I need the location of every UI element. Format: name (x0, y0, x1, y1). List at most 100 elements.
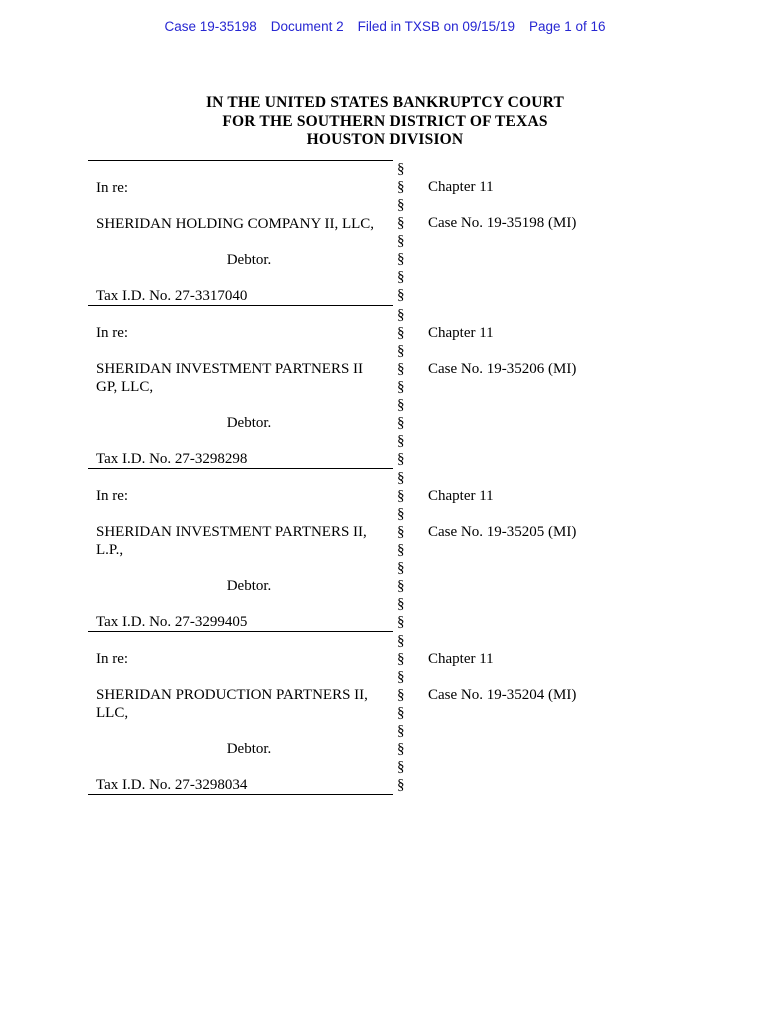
caption-left-column: In re: SHERIDAN INVESTMENT PARTNERS II G… (88, 306, 393, 469)
spacer-row (88, 595, 393, 613)
case-caption: In re: SHERIDAN HOLDING COMPANY II, LLC,… (88, 160, 576, 795)
section-symbol: § (397, 542, 405, 558)
caption-section-investment-partners-gp: In re: SHERIDAN INVESTMENT PARTNERS II G… (88, 306, 576, 469)
section-symbol: § (397, 415, 405, 431)
court-title: IN THE UNITED STATES BANKRUPTCY COURT FO… (0, 94, 770, 150)
in-re-label: In re: (96, 651, 129, 667)
debtor-name-line2: L.P., (96, 542, 124, 558)
case-number-label: Case No. 19-35205 (MI) (428, 524, 577, 540)
spacer-row (88, 233, 393, 251)
in-re-label: In re: (96, 180, 129, 196)
section-symbol: § (397, 488, 405, 504)
caption-right-column: Chapter 11 Case No. 19-35198 (MI) (428, 160, 576, 232)
court-title-line1: IN THE UNITED STATES BANKRUPTCY COURT (205, 94, 565, 111)
caption-left-column: In re: SHERIDAN PRODUCTION PARTNERS II, … (88, 632, 393, 795)
spacer-row (428, 196, 576, 214)
caption-left-column: In re: SHERIDAN HOLDING COMPANY II, LLC,… (88, 160, 393, 306)
section-symbol: § (397, 269, 405, 285)
chapter-label: Chapter 11 (428, 651, 494, 667)
section-symbol: § (397, 596, 405, 612)
section-symbol: § (397, 705, 405, 721)
chapter-label: Chapter 11 (428, 325, 494, 341)
spacer-row (428, 342, 576, 360)
section-symbol: § (397, 161, 405, 177)
section-symbol: § (397, 633, 405, 649)
tax-id-label: Tax I.D. No. 27-3298298 (96, 451, 248, 467)
section-symbol: § (397, 506, 405, 522)
section-symbol: § (397, 379, 405, 395)
stamp-document-number: Document 2 (270, 19, 344, 34)
section-symbol: § (397, 433, 405, 449)
spacer-row (88, 432, 393, 450)
debtor-label: Debtor. (226, 252, 272, 268)
section-symbol: § (397, 179, 405, 195)
court-title-line3: HOUSTON DIVISION (306, 131, 464, 148)
debtor-name-line1: SHERIDAN HOLDING COMPANY II, LLC, (96, 216, 375, 232)
section-symbol: § (397, 524, 405, 540)
debtor-name-line2: GP, LLC, (96, 379, 154, 395)
spacer-row (88, 469, 393, 487)
section-symbol: § (397, 215, 405, 231)
section-symbol: § (397, 777, 405, 793)
chapter-label: Chapter 11 (428, 179, 494, 195)
caption-section-investment-partners-lp: In re: SHERIDAN INVESTMENT PARTNERS II, … (88, 469, 576, 632)
spacer-row (428, 160, 576, 178)
section-symbol: § (397, 669, 405, 685)
tax-id-label: Tax I.D. No. 27-3299405 (96, 614, 248, 630)
spacer-row (88, 559, 393, 577)
case-number-label: Case No. 19-35198 (MI) (428, 215, 577, 231)
caption-section-holding-company: In re: SHERIDAN HOLDING COMPANY II, LLC,… (88, 160, 576, 306)
spacer-row (428, 469, 576, 487)
spacer-row (88, 722, 393, 740)
section-symbol: § (397, 451, 405, 467)
spacer-row (88, 342, 393, 360)
spacer-row (88, 632, 393, 650)
spacer-row (428, 505, 576, 523)
section-symbol-column: §§§§§§§§§ (393, 632, 428, 794)
case-number-label: Case No. 19-35204 (MI) (428, 687, 577, 703)
debtor-name-line1: SHERIDAN INVESTMENT PARTNERS II (96, 361, 364, 377)
in-re-label: In re: (96, 488, 129, 504)
section-symbol: § (397, 397, 405, 413)
section-symbol-column: §§§§§§§§ (393, 160, 428, 304)
section-symbol: § (397, 307, 405, 323)
debtor-name-line1: SHERIDAN PRODUCTION PARTNERS II, (96, 687, 368, 703)
debtor-name-line1: SHERIDAN INVESTMENT PARTNERS II, (96, 524, 367, 540)
section-symbol-column: § § § § § § § § § (393, 469, 428, 631)
caption-right-column: Chapter 11 Case No. 19-35206 (MI) (428, 306, 576, 378)
spacer-row (88, 758, 393, 776)
spacer-row (428, 632, 576, 650)
section-symbol: § (397, 759, 405, 775)
spacer-row (88, 306, 393, 324)
debtor-name-line2: LLC, (96, 705, 129, 721)
section-symbol: § (397, 470, 405, 486)
debtor-label: Debtor. (226, 415, 272, 431)
in-re-label: In re: (96, 325, 129, 341)
spacer-row (428, 668, 576, 686)
debtor-label: Debtor. (226, 741, 272, 757)
spacer-row (88, 505, 393, 523)
spacer-row (88, 161, 393, 179)
spacer-row (428, 306, 576, 324)
section-symbol: § (397, 560, 405, 576)
case-number-label: Case No. 19-35206 (MI) (428, 361, 577, 377)
section-symbol: § (397, 325, 405, 341)
spacer-row (88, 396, 393, 414)
stamp-filed-info: Filed in TXSB on 09/15/19 (357, 19, 515, 34)
section-symbol: § (397, 361, 405, 377)
section-symbol: § (397, 578, 405, 594)
caption-right-column: Chapter 11 Case No. 19-35205 (MI) (428, 469, 576, 541)
section-symbol: § (397, 614, 405, 630)
filing-stamp: Case 19-35198 Document 2 Filed in TXSB on … (0, 19, 770, 34)
section-symbol: § (397, 741, 405, 757)
stamp-case-number: Case 19-35198 (164, 19, 257, 34)
caption-section-production-partners: In re: SHERIDAN PRODUCTION PARTNERS II, … (88, 632, 576, 795)
section-symbol: § (397, 343, 405, 359)
section-symbol: § (397, 687, 405, 703)
chapter-label: Chapter 11 (428, 488, 494, 504)
spacer-row (88, 668, 393, 686)
section-symbol: § (397, 723, 405, 739)
section-symbol: § (397, 197, 405, 213)
tax-id-label: Tax I.D. No. 27-3298034 (96, 777, 248, 793)
stamp-page-number: Page 1 of 16 (528, 19, 606, 34)
